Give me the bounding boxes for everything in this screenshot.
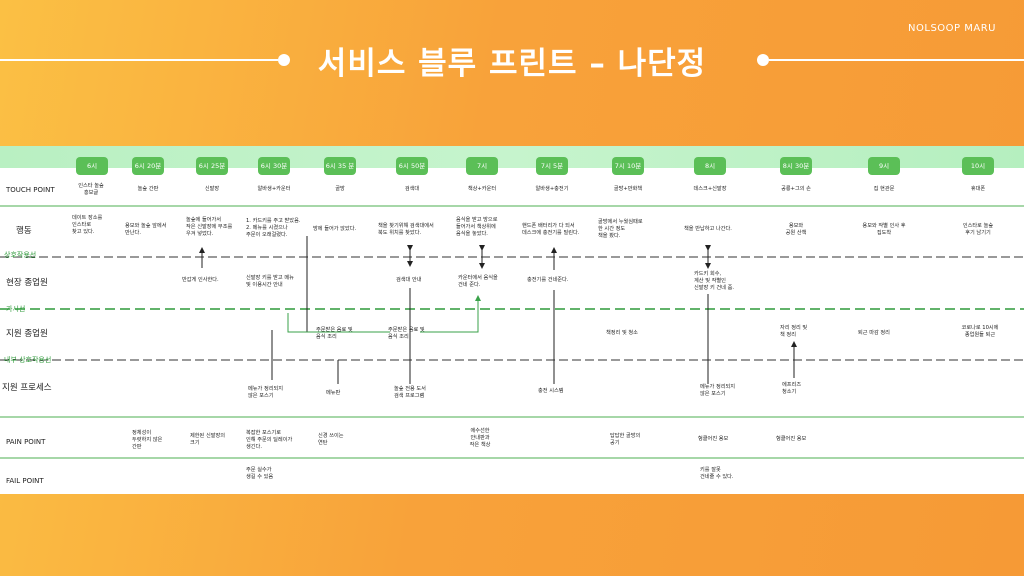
row-label-pain-point: PAIN POINT xyxy=(6,438,46,446)
action-cell: 핸드폰 배터리가 다 되서 데스크에 충전기를 빌린다. xyxy=(522,223,580,236)
support-staff-cell: 주문받은 음료 및 음식 조리 xyxy=(316,327,353,340)
touch-point-cell: 공룡+그의 손 xyxy=(781,186,811,192)
onsite-staff-cell: 신발장 키를 받고 메뉴 및 이용시간 안내 xyxy=(246,275,294,288)
row-label-fail-point: FAIL POINT xyxy=(6,477,44,485)
support-process-cell: 에프리즈 청소기 xyxy=(782,382,802,395)
time-pill: 7시 10분 xyxy=(612,157,644,175)
time-pill: 10시 xyxy=(962,157,994,175)
support-staff-cell: 퇴근 마감 정리 xyxy=(858,330,890,336)
touch-point-cell: 데스크+신발장 xyxy=(693,186,727,192)
action-cell: 데이트 장소를 인스타로 찾고 있다. xyxy=(72,215,103,235)
title-line-left xyxy=(0,59,278,61)
time-pill: 7시 xyxy=(466,157,498,175)
action-cell: 용모와 놀숲 앞에서 만난다. xyxy=(125,223,167,236)
touch-point-cell: 검색대 xyxy=(404,186,420,192)
action-cell: 용모와 작별 인사 후 집도착 xyxy=(862,223,906,236)
touch-point-cell: 인스타 놀숲 홍보글 xyxy=(78,183,104,196)
action-cell: 놀숲에 들어가서 작은 신발장에 무조를 우겨 넣었다. xyxy=(186,217,233,237)
pain-point-cell: 헝클어진 용모 xyxy=(776,436,807,442)
title-area: 서비스 블루 프린트 – 나단정 xyxy=(0,38,1024,82)
touch-point-cell: 책상+카운터 xyxy=(467,186,497,192)
pain-point-cell: 헝클어진 용모 xyxy=(698,436,729,442)
time-pill: 8시 30분 xyxy=(780,157,812,175)
row-label-support-staff: 지원 종업원 xyxy=(6,329,48,339)
pain-point-cell: 신경 쓰이는 연탄 xyxy=(318,433,344,446)
onsite-staff-cell: 충전기를 건네준다. xyxy=(527,277,569,283)
time-pill: 6시 20분 xyxy=(132,157,164,175)
touch-point-cell: 휴대폰 xyxy=(970,186,986,192)
support-staff-cell: 자리 정리 및 책 정리 xyxy=(780,325,808,338)
fail-point-cell: 주문 실수가 생길 수 있음 xyxy=(246,467,274,480)
action-cell: 책을 찾기위해 검색대에서 북도 위치를 찾았다. xyxy=(378,223,434,236)
onsite-staff-cell: 반갑게 인사한다. xyxy=(182,277,219,283)
fail-point-cell: 키를 잘못 건네줄 수 있다. xyxy=(700,467,734,480)
time-pill: 6시 50분 xyxy=(396,157,428,175)
pain-point-cell: 에수선한 안내판과 작은 책상 xyxy=(469,428,491,448)
support-staff-cell: 주문받은 음료 및 음식 조리 xyxy=(388,327,425,340)
action-cell: 인스타로 놀숲 후기 남기기 xyxy=(962,223,994,236)
row-label-onsite-staff: 현장 종업원 xyxy=(6,278,48,288)
time-pill: 6시 xyxy=(76,157,108,175)
support-process-cell: 메뉴가 정리되지 않은 포스기 xyxy=(248,386,284,399)
action-cell: 골방에서 누웠심때로 한 시간 정도 책을 봤다. xyxy=(598,219,643,239)
touch-point-cell: 집 현관문 xyxy=(873,186,895,192)
support-staff-cell: 책정리 및 청소 xyxy=(606,330,638,336)
time-pill: 6시 30분 xyxy=(258,157,290,175)
row-label-internal-line: 내부 상호작용선 xyxy=(4,356,52,364)
title-dot-right xyxy=(757,54,769,66)
action-cell: 1. 카드키를 주고 받았음. 2. 메뉴를 시켰으나 주문이 오래걸렸다. xyxy=(246,218,301,238)
row-label-support-process: 지원 프로세스 xyxy=(2,383,52,393)
pain-point-cell: 제한된 신발장의 크기 xyxy=(190,433,226,446)
brand-label: NOLSOOP MARU xyxy=(908,23,996,34)
pain-point-cell: 정체성이 두렷하지 않은 간판 xyxy=(132,430,163,450)
action-cell: 방에 들어가 앉았다. xyxy=(313,226,357,232)
onsite-staff-cell: 검색대 안내 xyxy=(396,277,422,283)
onsite-staff-cell: 카운터에서 음식을 건네 준다. xyxy=(458,275,498,288)
row-label-interaction-line: 상호작용선 xyxy=(4,251,37,259)
touch-point-cell: 알바생+충전기 xyxy=(535,186,569,192)
support-process-cell: 메뉴가 정리되지 않은 포스기 xyxy=(700,384,736,397)
pain-point-cell: 복잡한 포스기로 인해 주문의 딜레이가 생긴다. xyxy=(246,430,293,450)
onsite-staff-cell: 카드키 회수, 계산 및 작별인 신발장 키 건네 줌. xyxy=(694,271,735,291)
support-process-cell: 놀숲 전용 도서 검색 프로그램 xyxy=(394,386,426,399)
support-process-cell: 충전 시스템 xyxy=(538,388,564,394)
row-label-touch-point: TOUCH POINT xyxy=(6,186,55,194)
time-pill: 9시 xyxy=(868,157,900,175)
row-label-visibility-line: 가시선 xyxy=(6,305,26,313)
time-pill: 6시 35 분 xyxy=(324,157,356,175)
action-cell: 음식을 받고 방으로 들어가서 책상위에 음식을 놓았다. xyxy=(456,217,498,237)
touch-point-cell: 골방 xyxy=(335,186,345,192)
time-band xyxy=(0,146,1024,168)
title-dot-left xyxy=(278,54,290,66)
touch-point-cell: 골방+만화책 xyxy=(613,186,643,192)
time-pill: 6시 25분 xyxy=(196,157,228,175)
page-title: 서비스 블루 프린트 – 나단정 xyxy=(317,46,707,82)
title-line-right xyxy=(769,59,1024,61)
time-pill: 7시 5분 xyxy=(536,157,568,175)
time-pill: 8시 xyxy=(694,157,726,175)
touch-point-cell: 알바생+카운터 xyxy=(257,186,291,192)
row-label-action: 행동 xyxy=(16,226,32,236)
touch-point-cell: 신발장 xyxy=(204,186,220,192)
support-process-cell: 메뉴판 xyxy=(326,390,341,396)
action-cell: 용모와 공원 산책 xyxy=(785,223,807,236)
support-staff-cell: 코로나로 10시에 종업원들 퇴근 xyxy=(961,325,999,338)
action-cell: 책을 반납하고 나간다. xyxy=(684,226,732,232)
touch-point-cell: 놀숲 간판 xyxy=(137,186,159,192)
pain-point-cell: 답답한 골방의 공기 xyxy=(610,433,641,446)
blueprint-panel xyxy=(0,146,1024,494)
